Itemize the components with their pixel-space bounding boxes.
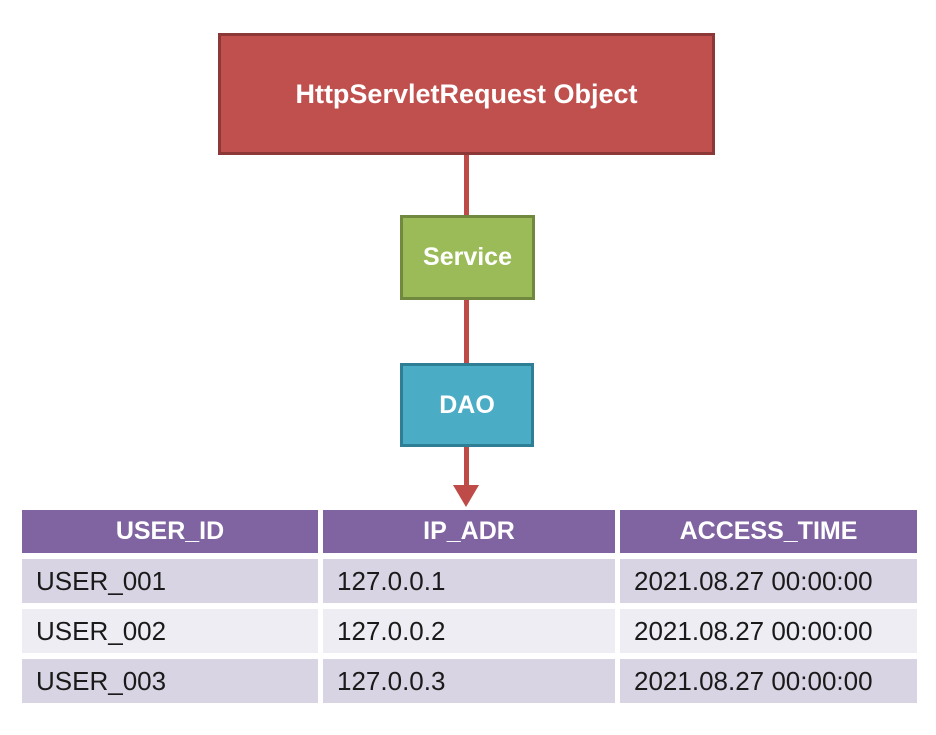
table-cell: USER_001 bbox=[22, 559, 318, 603]
dao-box: DAO bbox=[400, 363, 534, 447]
table-cell: 2021.08.27 00:00:00 bbox=[620, 609, 917, 653]
table-cell: USER_002 bbox=[22, 609, 318, 653]
column-header-access-time: ACCESS_TIME bbox=[620, 510, 917, 553]
arrow-down-icon bbox=[453, 485, 479, 507]
table-cell: 2021.08.27 00:00:00 bbox=[620, 659, 917, 703]
httpservletrequest-box: HttpServletRequest Object bbox=[218, 33, 715, 155]
service-box-label: Service bbox=[423, 243, 512, 271]
dao-box-label: DAO bbox=[439, 390, 495, 419]
service-box: Service bbox=[400, 215, 535, 300]
access-log-table: USER_ID IP_ADR ACCESS_TIME USER_001 127.… bbox=[22, 510, 917, 703]
table-cell: 127.0.0.3 bbox=[323, 659, 615, 703]
column-header-user-id: USER_ID bbox=[22, 510, 318, 553]
table-cell: 2021.08.27 00:00:00 bbox=[620, 559, 917, 603]
column-header-ip-adr: IP_ADR bbox=[323, 510, 615, 553]
table-cell: USER_003 bbox=[22, 659, 318, 703]
table-cell: 127.0.0.2 bbox=[323, 609, 615, 653]
httpservletrequest-box-label: HttpServletRequest Object bbox=[295, 78, 638, 109]
flow-connector-line bbox=[464, 155, 469, 488]
table-cell: 127.0.0.1 bbox=[323, 559, 615, 603]
